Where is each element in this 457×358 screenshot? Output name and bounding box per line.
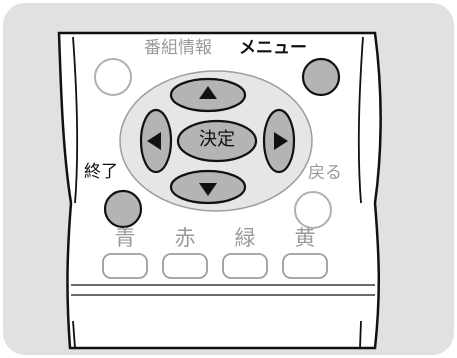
exit-button-hit[interactable] <box>105 191 141 227</box>
right-button <box>262 108 296 174</box>
back-button <box>294 191 332 229</box>
green-label: 緑 <box>234 226 256 250</box>
triangle-up-icon <box>199 86 217 99</box>
program-info-label: 番組情報 <box>144 38 212 58</box>
enter-button-hit[interactable] <box>178 121 256 161</box>
program-info-button <box>94 58 132 96</box>
right-button-hit[interactable] <box>264 110 294 172</box>
triangle-left-icon <box>147 132 161 150</box>
green-button <box>222 253 268 279</box>
red-button-hit[interactable] <box>163 254 207 278</box>
program-info-button-hit[interactable] <box>95 59 131 95</box>
left-button-hit[interactable] <box>141 110 171 172</box>
down-button-hit[interactable] <box>171 171 245 203</box>
remote-band-3 <box>72 320 76 349</box>
menu-label: メニュー <box>239 38 307 58</box>
back-button-hit[interactable] <box>295 192 331 228</box>
blue-button <box>102 253 148 279</box>
blue-button-hit[interactable] <box>103 254 147 278</box>
remote-band-4 <box>359 320 362 349</box>
blue-label: 青 <box>114 226 136 250</box>
yellow-label: 黄 <box>294 226 316 250</box>
up-button <box>169 77 247 113</box>
red-label: 赤 <box>174 226 196 250</box>
exit-button <box>103 189 143 229</box>
left-button <box>139 108 173 174</box>
remote-control <box>57 31 382 350</box>
menu-button-hit[interactable] <box>303 59 339 95</box>
down-button <box>169 169 247 205</box>
back-label: 戻る <box>308 163 342 183</box>
menu-button <box>301 57 341 97</box>
enter-button <box>176 119 258 163</box>
yellow-button <box>282 253 328 279</box>
green-button-hit[interactable] <box>223 254 267 278</box>
enter-label: 決定 <box>199 129 235 150</box>
remote-inner-line-right <box>357 36 364 204</box>
remote-inner-line-left <box>72 36 79 204</box>
triangle-down-icon <box>199 183 217 196</box>
exit-label: 終了 <box>84 162 118 182</box>
red-button <box>162 253 208 279</box>
up-button-hit[interactable] <box>171 79 245 111</box>
illustration-panel: 番組情報 メニュー 決定 終了 戻る 青 赤 緑 黄 <box>3 3 454 355</box>
triangle-right-icon <box>274 132 288 150</box>
yellow-button-hit[interactable] <box>283 254 327 278</box>
